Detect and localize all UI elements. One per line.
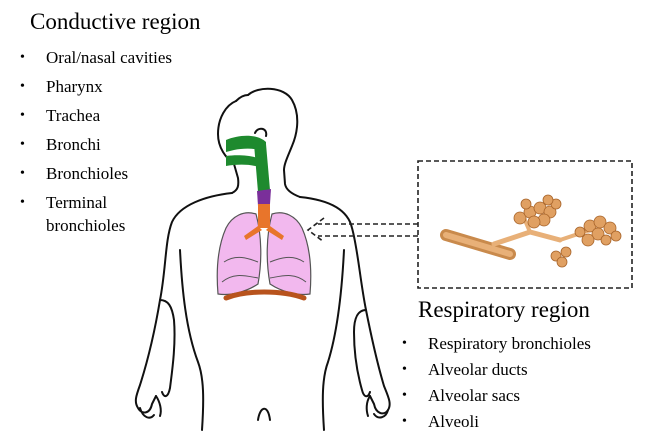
respiratory-region-title: Respiratory region	[418, 297, 590, 323]
list-item-label: Alveoli	[428, 412, 479, 431]
list-item: •Respiratory bronchioles	[428, 332, 591, 358]
inset-arrow	[308, 218, 418, 242]
diaphragm	[226, 292, 304, 298]
larynx	[257, 189, 271, 206]
list-item: •Oral/nasal cavities	[46, 46, 172, 75]
conductive-region-list: •Oral/nasal cavities •Pharynx •Trachea •…	[46, 46, 172, 241]
list-item-label: Trachea	[46, 106, 100, 125]
respiratory-region-list: •Respiratory bronchioles •Alveolar ducts…	[428, 332, 591, 436]
list-item-label: Oral/nasal cavities	[46, 48, 172, 67]
list-item: •Bronchi	[46, 133, 172, 162]
alveoli-illustration	[446, 195, 621, 267]
list-item-label: Alveolar sacs	[428, 386, 520, 405]
list-item: •Alveolar ducts	[428, 358, 591, 384]
list-item-label: Respiratory bronchioles	[428, 334, 591, 353]
list-item-label: Pharynx	[46, 77, 103, 96]
list-item: •Alveoli	[428, 410, 591, 436]
list-item: •Bronchioles	[46, 162, 172, 191]
list-item: •Pharynx	[46, 75, 172, 104]
list-item-label: Alveolar ducts	[428, 360, 528, 379]
conductive-region-title: Conductive region	[30, 9, 201, 35]
list-item: •Terminal bronchioles	[46, 191, 166, 241]
list-item: •Alveolar sacs	[428, 384, 591, 410]
left-lung	[217, 213, 261, 295]
upper-airway	[226, 136, 270, 192]
list-item-label: Terminal bronchioles	[46, 193, 125, 235]
list-item-label: Bronchi	[46, 135, 101, 154]
right-lung	[267, 213, 311, 295]
list-item-label: Bronchioles	[46, 164, 128, 183]
list-item: •Trachea	[46, 104, 172, 133]
